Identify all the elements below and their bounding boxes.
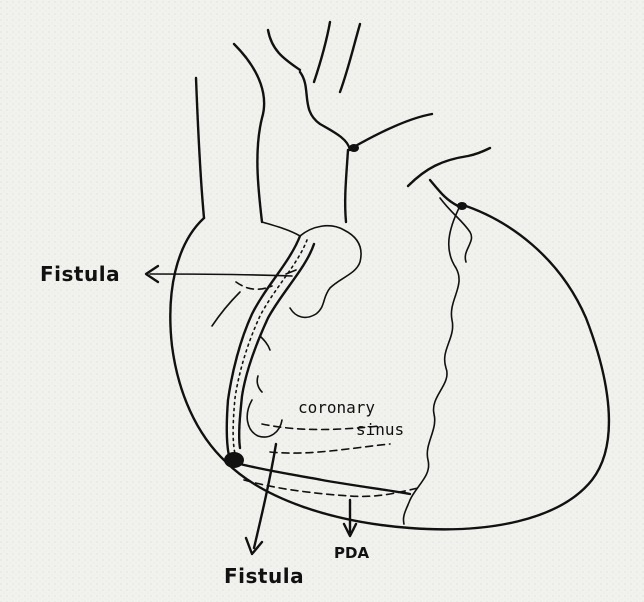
coronary-sinus-label-line2: sinus	[356, 420, 404, 439]
aortic-knob	[349, 144, 359, 152]
pulmonary-knob	[457, 202, 467, 210]
fistula-label-left: Fistula	[40, 262, 120, 286]
fistula-label-bottom: Fistula	[224, 564, 304, 588]
pda-label: PDA	[334, 544, 369, 562]
fistula-blob	[224, 452, 244, 468]
coronary-sinus-label-line1: coronary	[298, 398, 375, 417]
